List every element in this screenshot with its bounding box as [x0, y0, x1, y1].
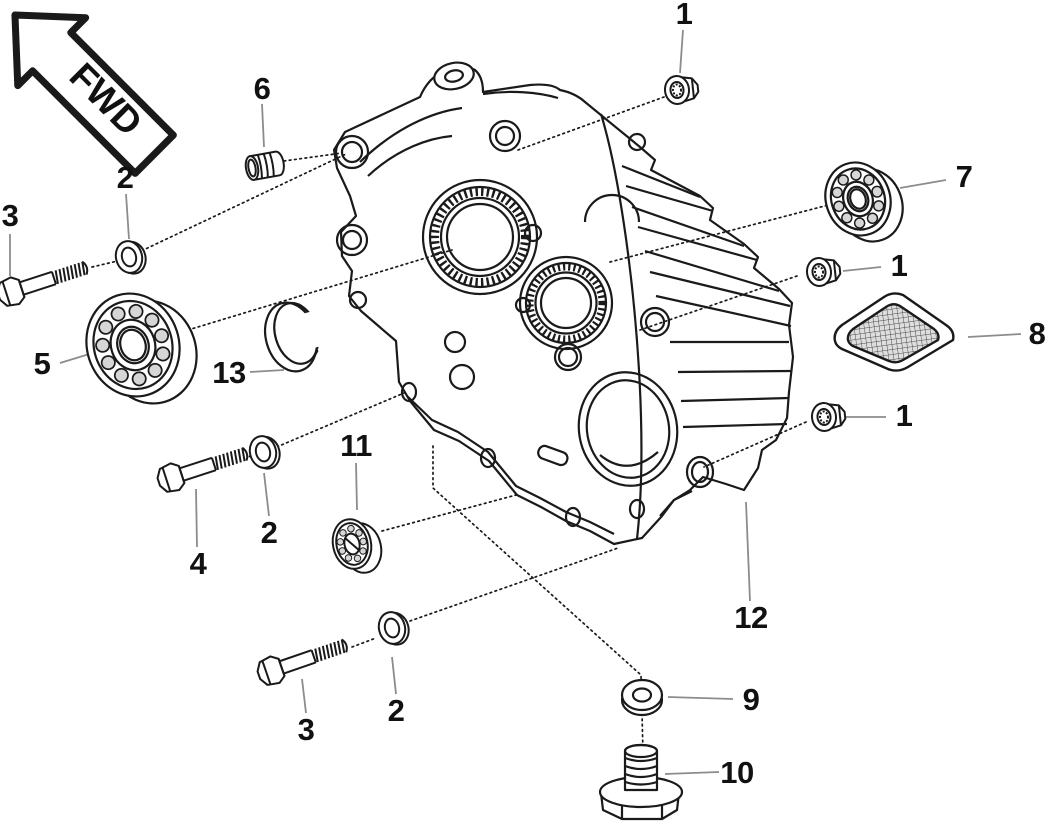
- part-2-washer-mid: [245, 431, 284, 474]
- callout-part-7: 7: [955, 159, 973, 194]
- callout-part-3-top: 3: [1, 198, 19, 233]
- part-2-washer-bottom: [374, 607, 413, 650]
- part-7-ball-bearing: [824, 161, 904, 243]
- part-1-flange-nut-bottom: [809, 399, 848, 434]
- callout-part-2-top: 2: [116, 160, 134, 195]
- part-4-hex-bolt: [153, 438, 254, 497]
- part-12-crankcase: [332, 61, 795, 546]
- part-8-strainer-screen: [833, 292, 955, 372]
- part-11-ball-bearing-small: [331, 518, 383, 574]
- callout-part-6: 6: [253, 71, 271, 106]
- callout-part-1-top: 1: [675, 0, 693, 31]
- part-2-washer-top: [111, 236, 150, 279]
- part-1-flange-nut-mid: [804, 254, 843, 289]
- callout-part-4: 4: [189, 546, 207, 581]
- part-10-drain-bolt: [598, 743, 684, 821]
- part-3-hex-bolt-bottom: [253, 630, 354, 690]
- callout-part-9: 9: [742, 682, 760, 717]
- callout-leader-lines: [9, 29, 1022, 775]
- fwd-arrow: FWD: [11, 11, 177, 177]
- callout-part-13: 13: [212, 355, 246, 390]
- part-13-snap-ring: [264, 301, 331, 373]
- part-3-hex-bolt-top: [0, 252, 94, 311]
- part-1-flange-nut-top: [662, 72, 701, 107]
- callout-part-2-bottom: 2: [387, 693, 405, 728]
- callout-part-8: 8: [1028, 316, 1045, 351]
- callout-part-5: 5: [33, 346, 51, 381]
- callout-part-1-mid: 1: [890, 248, 908, 283]
- callout-part-10: 10: [720, 755, 754, 790]
- callout-part-1-bottom: 1: [895, 398, 913, 433]
- callout-part-2-mid: 2: [260, 515, 278, 550]
- callout-part-11: 11: [340, 428, 372, 463]
- part-6-bushing: [244, 150, 285, 181]
- part-5-ball-bearing-large: [85, 292, 198, 405]
- part-9-washer: [620, 678, 664, 717]
- callout-part-3-bottom: 3: [297, 712, 315, 747]
- callout-part-12: 12: [734, 600, 768, 635]
